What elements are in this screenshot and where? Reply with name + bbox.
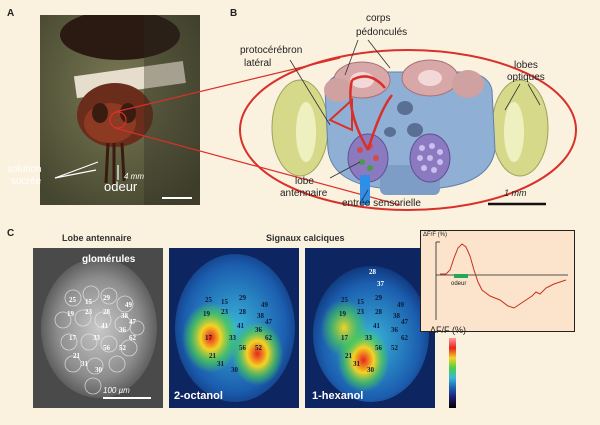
scale-label-b: 1 mm [504,188,527,198]
label-lobes: lobes [514,60,538,71]
glomerulus-number: 62 [401,334,408,342]
glomerulus-number: 31 [353,360,360,368]
glomerulus-number: 25 [69,296,76,304]
label-odeur-a: odeur [104,179,138,194]
panel-a-arrows [54,161,119,180]
glomerulus-number: 38 [393,312,400,320]
label-sucree: sucrée [11,176,42,187]
odor-label-octanol: 2-octanol [174,390,223,402]
glomerulus-number: 23 [221,308,228,316]
glomerulus-number: 19 [67,310,74,318]
scale-label-a: 4 mm [124,172,144,181]
glomerulus-number: 33 [365,334,372,342]
heatmap-2-octanol [169,248,299,408]
glomerulus-number: 56 [239,344,246,352]
glomerulus-number: 25 [205,296,212,304]
label-entree-sensorielle: entrée sensorielle [342,198,421,209]
trace-stim-label: odeur [451,281,467,287]
scale-label-c: 100 µm [103,386,130,395]
glomerulus-number: 31 [81,360,88,368]
glomerulus-number: 15 [85,298,92,306]
panel-letter-b: B [230,8,238,19]
panel-letter-a: A [7,8,15,19]
glomerulus-number: 29 [239,294,246,302]
glomerulus-number: 52 [255,344,262,352]
antennal-lobe-grayscale-image [33,248,163,408]
glomerulus-number: 37 [377,280,384,288]
glomerulus-number: 19 [203,310,210,318]
glomerulus-number: 47 [129,318,136,326]
glomerulus-number: 62 [129,334,136,342]
label-lateral: latéral [244,58,272,69]
trace-ylabel: ΔF/F (%) [423,232,448,238]
label-pedoncules: pédonculés [356,27,408,38]
glomerulus-number: 28 [103,308,110,316]
glomerulus-number: 30 [231,366,238,374]
label-optiques: optiques [507,72,545,83]
label-corps: corps [366,13,391,24]
glomerulus-number: 19 [339,310,346,318]
glomerulus-number: 62 [265,334,272,342]
glomerulus-number: 52 [391,344,398,352]
glomerulus-number: 23 [357,308,364,316]
title-lobe-antennaire: Lobe antennaire [62,233,132,243]
glomerulus-number: 38 [257,312,264,320]
glomerulus-number: 49 [261,301,268,309]
glomerulus-number: 41 [237,322,244,330]
glomerulus-number: 36 [255,326,262,334]
glomerulus-number: 30 [367,366,374,374]
glomerulus-number: 30 [95,366,102,374]
glomerulus-number: 49 [125,301,132,309]
glomerulus-number: 29 [103,294,110,302]
panel-letter-c: C [7,228,15,239]
colorbar [449,338,456,408]
glomerulus-number: 17 [205,334,212,342]
glomerulus-number: 28 [375,308,382,316]
colorbar-label: ΔF/F (%) [430,325,467,335]
glomerulus-number: 23 [85,308,92,316]
glomerulus-number: 33 [229,334,236,342]
glomerulus-number: 52 [119,344,126,352]
label-antennaire: antennaire [280,188,328,199]
glomerulus-number: 29 [375,294,382,302]
glomerulus-number: 28 [369,268,376,276]
glomerulus-number: 38 [121,312,128,320]
glomerulus-number: 17 [69,334,76,342]
glomerulus-number: 15 [357,298,364,306]
glomerulus-number: 15 [221,298,228,306]
glomerulus-number: 21 [345,352,352,360]
glomerulus-number: 36 [391,326,398,334]
glomerulus-number: 17 [341,334,348,342]
odor-label-hexanol: 1-hexanol [312,390,364,402]
glomerulus-number: 56 [103,344,110,352]
glomerulus-number: 47 [265,318,272,326]
label-solution: solution [7,164,42,175]
label-glomerules: glomérules [82,254,136,265]
antennal-lobe-left [347,133,389,183]
title-signaux-calciques: Signaux calciques [266,233,345,243]
glomerulus-number: 21 [73,352,80,360]
label-lobe: lobe [295,176,314,187]
glomerulus-number: 56 [375,344,382,352]
glomerulus-number: 41 [101,322,108,330]
glomerulus-number: 21 [209,352,216,360]
glomerulus-number: 33 [93,334,100,342]
glomerulus-number: 47 [401,318,408,326]
sensory-input-nerve [360,175,370,205]
response-trace-plot [420,230,575,332]
heatmap-1-hexanol [305,248,435,408]
glomerulus-number: 28 [239,308,246,316]
glomerulus-number: 49 [397,301,404,309]
glomerulus-number: 41 [373,322,380,330]
label-protocerebron: protocérébron [240,45,303,56]
glomerulus-number: 31 [217,360,224,368]
brain-outline-ellipse [239,49,577,211]
glomerulus-number: 36 [119,326,126,334]
glomerulus-number: 25 [341,296,348,304]
panel-b-brain-diagram [109,39,577,211]
